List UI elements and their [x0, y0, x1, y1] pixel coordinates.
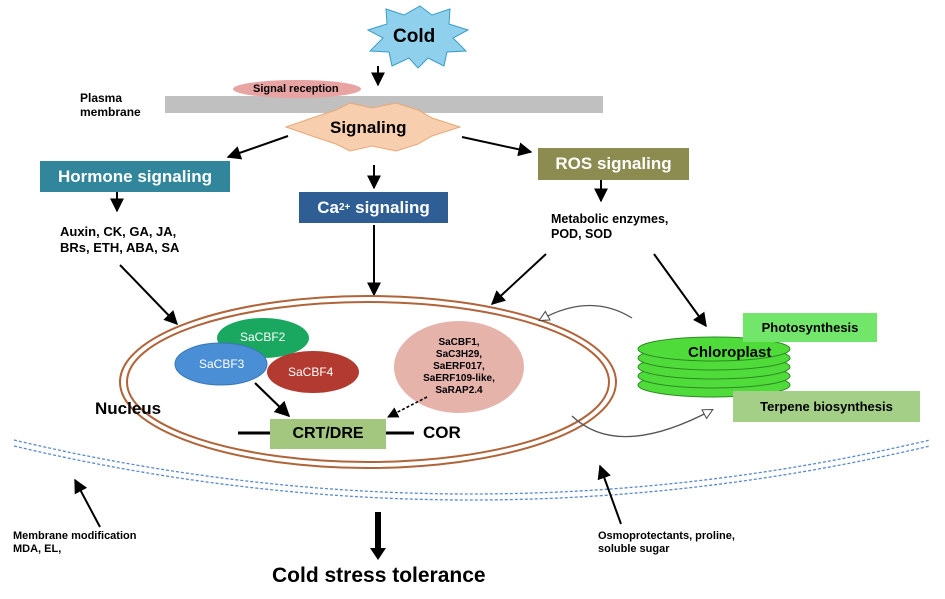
sacbf3-label: SaCBF3	[199, 357, 245, 371]
tf-item: SaCBF1,	[438, 337, 480, 348]
calcium-label-suffix: signaling	[350, 197, 430, 217]
arrow-tf-to-crt	[387, 396, 428, 418]
osmoprotectants-text: Osmoprotectants, proline, soluble sugar	[598, 530, 735, 556]
tf-item: SaC3H29,	[435, 349, 483, 360]
curved-arrow-to-chloroplast	[571, 410, 712, 438]
cell-membrane-inner	[13, 445, 931, 501]
calcium-label-superscript: 2+	[338, 202, 351, 213]
nucleus-inner-ring	[126, 301, 610, 463]
tf-ellipse	[394, 321, 524, 413]
tf-item: SaERF017,	[433, 361, 485, 372]
arrow-signaling-to-ros	[461, 136, 533, 157]
hormone-signaling-label: Hormone signaling	[58, 166, 212, 186]
plasma-membrane-label-line2: membrane	[80, 105, 141, 120]
ros-enzymes-line2: POD, SOD	[551, 227, 613, 241]
crt-dre-box: CRT/DRE	[270, 419, 386, 449]
membrane-modification-line1: Membrane modification	[13, 530, 137, 542]
signal-reception-ellipse	[233, 80, 361, 98]
hormone-list-line1: Auxin, CK, GA, JA,	[60, 224, 177, 239]
plasma-membrane-label: Plasma membrane	[80, 91, 141, 120]
osmoprotectants-line2: soluble sugar	[598, 543, 670, 556]
arrow-signaling-to-hormone	[226, 135, 289, 160]
cold-stress-tolerance-label: Cold stress tolerance	[272, 564, 486, 587]
arrow-hormones-to-nucleus	[119, 264, 178, 326]
arrow-enzymes-to-nucleus	[490, 253, 547, 305]
cold-starburst	[366, 5, 470, 69]
signaling-starburst	[284, 102, 462, 152]
hormone-list-line2: BRs, ETH, ABA, SA	[60, 239, 180, 255]
membrane-modification-text: Membrane modification MDA, EL,	[13, 530, 136, 556]
plasma-membrane-label-line1: Plasma	[80, 91, 123, 105]
nucleus-label: Nucleus	[95, 399, 162, 418]
ros-signaling-label: ROS signaling	[555, 154, 672, 173]
ros-enzymes: Metabolic enzymes, POD, SOD	[551, 212, 668, 242]
osmoprotectants-line1: Osmoprotectants, proline,	[598, 530, 735, 542]
sacbf2-label: SaCBF2	[240, 330, 286, 344]
cell-membrane-outer	[13, 439, 931, 495]
arrow-enzymes-to-chloroplast	[653, 253, 707, 328]
terpene-box: Terpene biosynthesis	[733, 391, 920, 422]
photosynthesis-label: Photosynthesis	[761, 320, 859, 335]
curved-arrow-to-nucleus	[540, 304, 633, 320]
sacbf4-label: SaCBF4	[288, 365, 334, 379]
arrow-cbf-to-crt	[254, 382, 291, 418]
sacbf3-ellipse	[174, 342, 268, 386]
chloroplast-label: Chloroplast	[688, 344, 772, 361]
ros-enzymes-line1: Metabolic enzymes,	[551, 212, 669, 226]
signaling-label: Signaling	[330, 118, 407, 137]
crt-dre-label: CRT/DRE	[292, 425, 364, 442]
arrow-osmoprotectants	[597, 464, 622, 525]
sacbf4-ellipse	[267, 351, 359, 393]
nucleus-outer-ring	[119, 295, 617, 469]
membrane-modification-line2: MDA, EL,	[13, 543, 62, 556]
arrow-membrane-modification	[74, 478, 101, 528]
tf-item: SaERF109-like,	[423, 373, 495, 384]
tf-list: SaCBF1, SaC3H29, SaERF017, SaERF109-like…	[409, 337, 509, 397]
cold-label: Cold	[393, 26, 436, 47]
hormone-signaling-box: Hormone signaling	[40, 161, 230, 192]
terpene-label: Terpene biosynthesis	[760, 399, 893, 414]
photosynthesis-box: Photosynthesis	[743, 313, 877, 342]
ros-signaling-box: ROS signaling	[538, 148, 689, 180]
plasma-membrane-bar	[165, 96, 603, 113]
cor-label: COR	[423, 423, 461, 442]
hormone-list: Auxin, CK, GA, JA, BRs, ETH, ABA, SA	[60, 224, 179, 255]
arrow-to-cold-tolerance-head	[370, 548, 386, 560]
signal-reception-label: Signal reception	[253, 83, 339, 95]
tf-item: SaRAP2.4	[435, 385, 483, 396]
calcium-label-prefix: Ca	[317, 197, 339, 217]
